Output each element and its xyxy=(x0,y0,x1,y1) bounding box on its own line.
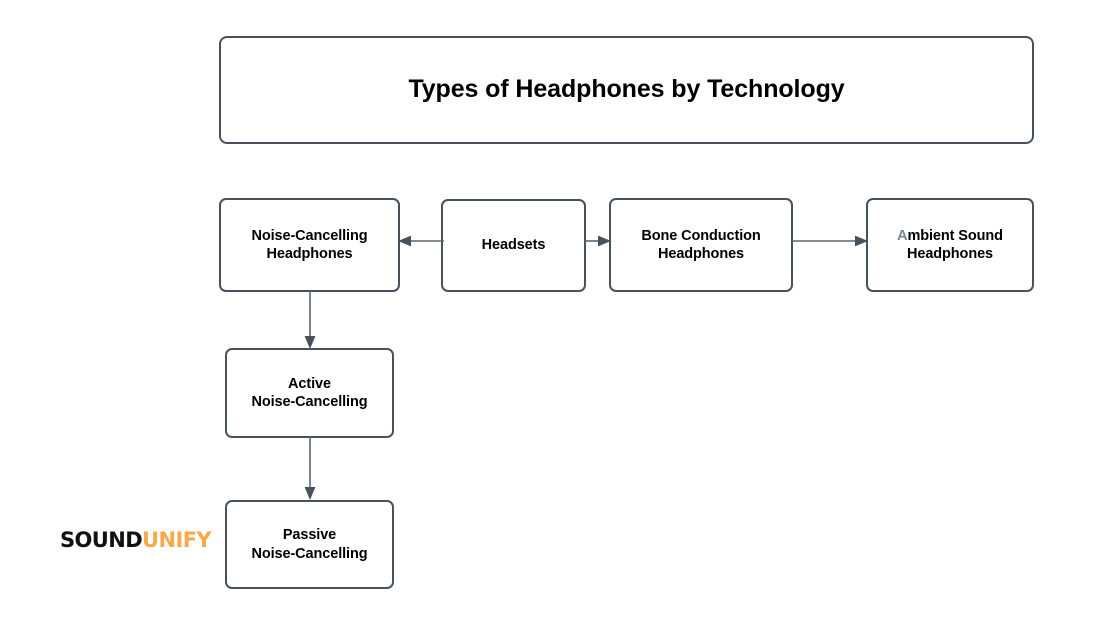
node-bone-conduction-headphones[interactable]: Bone Conduction Headphones xyxy=(609,198,793,292)
brand-logo: SOUNDUNIFY xyxy=(60,528,212,552)
node-headsets[interactable]: Headsets xyxy=(441,199,586,292)
node-passive-noise-cancelling[interactable]: Passive Noise-Cancelling xyxy=(225,500,394,589)
edge-headsets-to-bone-conduction xyxy=(585,235,611,247)
edge-bone-conduction-to-ambient-sound xyxy=(792,235,868,247)
page-title: Types of Headphones by Technology xyxy=(408,75,845,104)
node-active-noise-cancelling[interactable]: Active Noise-Cancelling xyxy=(225,348,394,438)
brand-logo-accent: UNIFY xyxy=(142,528,212,552)
brand-logo-primary: SOUND xyxy=(60,528,143,552)
diagram-title-box: Types of Headphones by Technology xyxy=(219,36,1034,144)
node-label: Noise-Cancelling Headphones xyxy=(251,227,368,262)
node-label: Passive Noise-Cancelling xyxy=(251,527,368,562)
node-label: Ambient Sound Headphones xyxy=(891,227,1009,263)
node-label: Bone Conduction Headphones xyxy=(641,227,761,262)
edge-active-to-passive xyxy=(304,437,316,500)
edge-noise-cancelling-to-active xyxy=(304,291,316,349)
node-label-lead-glyph: A xyxy=(897,227,908,244)
node-label-rest: mbient Sound Headphones xyxy=(906,227,1003,262)
node-ambient-sound-headphones[interactable]: Ambient Sound Headphones xyxy=(866,198,1034,292)
edge-headsets-to-noise-cancelling xyxy=(398,235,444,247)
node-label: Headsets xyxy=(481,237,546,254)
node-label: Active Noise-Cancelling xyxy=(251,375,368,410)
node-noise-cancelling-headphones[interactable]: Noise-Cancelling Headphones xyxy=(219,198,400,292)
